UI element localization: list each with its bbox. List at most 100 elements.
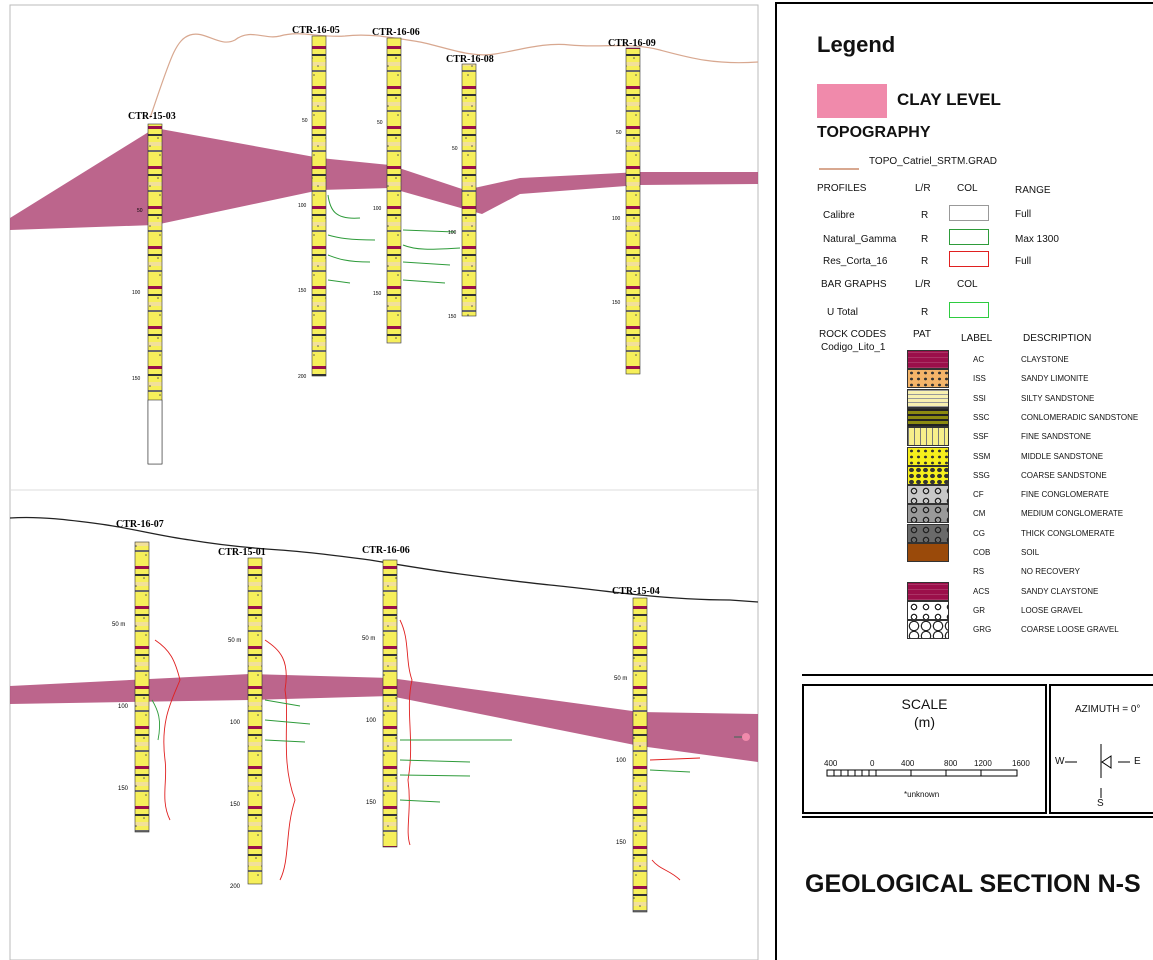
rock-code-description: SANDY LIMONITE — [1021, 374, 1089, 384]
depth-label: 150 — [230, 802, 241, 808]
rock-pattern-swatch — [907, 504, 949, 524]
bar-lr: R — [921, 307, 929, 318]
rock-code-description: CLAYSTONE — [1021, 355, 1069, 364]
rock-pattern-swatch — [907, 350, 949, 369]
depth-label: 150 — [612, 300, 621, 306]
upper-well-ctr-15-03: CTR-15-03 — [128, 111, 176, 465]
bar-color-box — [949, 302, 989, 318]
rock-pattern-swatch — [907, 369, 949, 389]
bar-graphs-header: BAR GRAPHS — [821, 279, 887, 290]
rock-code-description: COARSE LOOSE GRAVEL — [1021, 625, 1119, 635]
azimuth-box: AZIMUTH = 0° W E S — [1049, 684, 1153, 814]
rock-code-description: FINE SANDSTONE — [1021, 432, 1092, 442]
rock-pattern-swatch — [907, 446, 949, 466]
rock-pattern-swatch — [907, 523, 949, 543]
scale-title: SCALE — [901, 696, 948, 712]
clay-level-swatch — [817, 84, 887, 118]
well-label: CTR-16-06 — [362, 545, 410, 556]
depth-label: 100 — [616, 758, 627, 764]
profiles-range-header: RANGE — [1015, 185, 1051, 196]
rock-pattern-swatch — [907, 388, 949, 408]
rock-code-label: SSC — [973, 412, 990, 422]
rock-code-label: ACS — [973, 586, 990, 596]
profiles-lr-header: L/R — [915, 183, 931, 194]
rock-codes-sub: Codigo_Lito_1 — [821, 342, 886, 353]
rock-code-label: ISS — [973, 374, 986, 384]
depth-label: 100 — [132, 290, 141, 296]
clay-level-label: CLAY LEVEL — [897, 90, 1001, 109]
compass-icon — [1065, 744, 1130, 798]
rock-code-description: MEDIUM CONGLOMERATE — [1021, 509, 1124, 519]
profile-color-box — [949, 251, 989, 267]
upper-well-ctr-16-08: CTR-16-08 — [446, 54, 494, 317]
rock-code-description: NO RECOVERY — [1021, 567, 1080, 577]
depth-label: 50 — [377, 120, 383, 126]
rock-code-description: LOOSE GRAVEL — [1021, 605, 1083, 615]
lower-well-ctr-16-07: CTR-16-07 — [116, 519, 181, 833]
well-label: CTR-16-09 — [608, 38, 656, 49]
scale-note: *unknown — [904, 790, 940, 799]
rock-code-label: COB — [973, 548, 991, 557]
rock-pattern-swatch — [907, 600, 949, 620]
lower-well-ctr-16-06-lower: CTR-16-06 — [362, 545, 512, 848]
rock-desc-header: DESCRIPTION — [1023, 333, 1092, 344]
depth-label: 100 — [118, 704, 129, 710]
bar-name: U Total — [827, 307, 858, 318]
depth-label: 100 — [298, 203, 307, 209]
cross-section-diagram: CTR-15-03 CTR-16-05 CTR-16-06 CTR-16-08 … — [9, 4, 759, 960]
azimuth-e: E — [1134, 756, 1141, 767]
azimuth-w: W — [1055, 756, 1065, 767]
rock-code-description: CONLOMERADIC SANDSTONE — [1021, 412, 1139, 422]
rock-codes-header: ROCK CODES — [819, 329, 887, 340]
upper-clay-level — [10, 128, 758, 230]
depth-label: 100 — [612, 216, 621, 222]
scale-unit: (m) — [914, 714, 935, 730]
rock-code-label: RS — [973, 567, 985, 577]
depth-label: 150 — [616, 840, 627, 846]
profile-lr: R — [921, 234, 929, 245]
profile-lr: R — [921, 210, 929, 221]
profile-range: Full — [1015, 256, 1032, 267]
well-label: CTR-15-03 — [128, 111, 176, 122]
rock-code-label: CG — [973, 528, 985, 538]
scale-tick: 0 — [870, 759, 875, 768]
lower-well-ctr-15-01: CTR-15-01 — [218, 547, 311, 885]
depth-label: 100 — [366, 718, 377, 724]
rock-pattern-swatch — [907, 485, 949, 505]
rock-code-label: GR — [973, 605, 985, 615]
rock-code-label: SSI — [973, 393, 986, 403]
depth-label: 50 — [137, 208, 143, 214]
lower-topography-line — [9, 516, 759, 603]
rock-code-description: SOIL — [1021, 548, 1040, 557]
depth-label: 150 — [118, 786, 129, 792]
depth-label: 150 — [448, 314, 457, 320]
depth-label: 100 — [373, 206, 382, 212]
rock-code-description: SILTY SANDSTONE — [1021, 393, 1095, 403]
topography-heading: TOPOGRAPHY — [817, 124, 931, 141]
scale-bar — [826, 769, 1018, 777]
rock-code-label: AC — [973, 355, 985, 364]
profiles-col-header: COL — [957, 183, 978, 194]
scale-tick: 800 — [944, 759, 958, 768]
azimuth-label: AZIMUTH = 0° — [1075, 704, 1141, 715]
depth-label: 50 m — [614, 676, 627, 682]
legend-panel: Legend CLAY LEVEL TOPOGRAPHY TOPO_Catrie… — [775, 2, 1153, 960]
lower-well-ctr-15-04: CTR-15-04 — [612, 586, 701, 913]
depth-label: 50 — [616, 130, 622, 136]
depth-label: 200 — [230, 884, 241, 890]
upper-well-ctr-16-06: CTR-16-06 — [372, 27, 461, 344]
scale-tick: 1600 — [1012, 759, 1030, 768]
legend-title: Legend — [817, 32, 896, 57]
profile-lr: R — [921, 256, 929, 267]
scale-box: SCALE (m) 400 0 400 800 1200 1600 *unkno… — [802, 684, 1047, 814]
scale-tick: 1200 — [974, 759, 992, 768]
depth-label: 150 — [366, 800, 377, 806]
profile-range: Max 1300 — [1015, 234, 1059, 245]
depth-label: 150 — [298, 288, 307, 294]
clay-marker-dot — [742, 733, 750, 741]
depth-label: 100 — [230, 720, 241, 726]
profile-color-box — [949, 205, 989, 221]
rock-code-description: FINE CONGLOMERATE — [1021, 490, 1109, 500]
rock-pattern-swatch — [907, 543, 949, 562]
topo-name: TOPO_Catriel_SRTM.GRAD — [869, 156, 997, 167]
